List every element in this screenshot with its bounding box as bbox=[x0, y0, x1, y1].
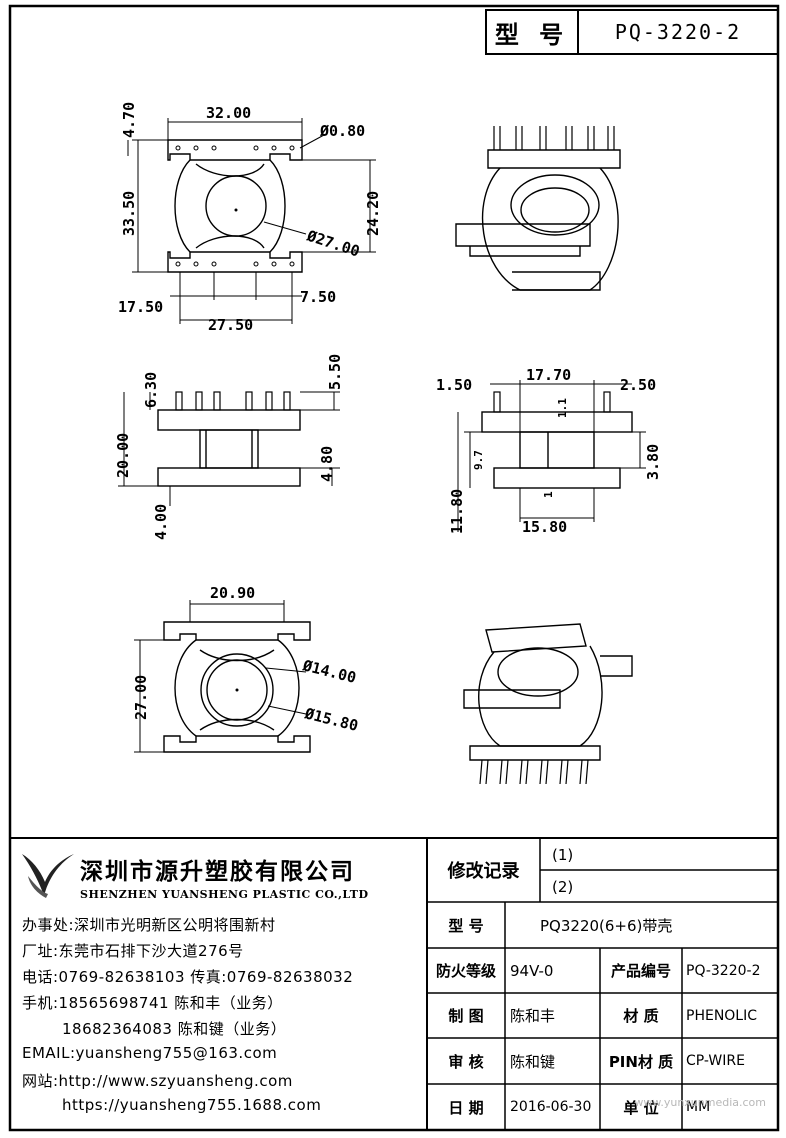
company-mobile-1: 手机:18565698741 陈和丰（业务） bbox=[22, 994, 283, 1012]
company-factory: 厂址:东莞市石排下沙大道276号 bbox=[22, 942, 244, 960]
dim-front-1-50: 1.50 bbox=[436, 376, 472, 394]
pin-material-value: CP-WIRE bbox=[686, 1053, 745, 1069]
bottom-view-dims bbox=[134, 600, 307, 753]
company-email: EMAIL:yuansheng755@163.com bbox=[22, 1044, 278, 1062]
dim-top-27-50: 27.50 bbox=[208, 316, 253, 334]
side-view bbox=[157, 391, 301, 487]
date-value: 2016-06-30 bbox=[510, 1099, 592, 1115]
company-website-2: https://yuansheng755.1688.com bbox=[62, 1096, 322, 1114]
dim-bottom-dia-15-80: Ø15.80 bbox=[302, 704, 360, 735]
drawn-label: 制 图 bbox=[448, 1007, 484, 1025]
model-label: 型 号 bbox=[494, 20, 570, 49]
company-name-en: SHENZHEN YUANSHENG PLASTIC CO.,LTD bbox=[80, 888, 369, 901]
company-phone: 电话:0769-82638103 传真:0769-82638032 bbox=[22, 968, 354, 986]
front-view-dims bbox=[457, 380, 646, 532]
dim-top-33-50: 33.50 bbox=[120, 191, 138, 236]
type-label: 型 号 bbox=[448, 916, 484, 935]
drawn-value: 陈和丰 bbox=[510, 1007, 556, 1025]
date-label: 日 期 bbox=[448, 1098, 484, 1117]
iso-view-top bbox=[455, 126, 621, 291]
revision-2: (2) bbox=[552, 878, 574, 896]
pin-material-label: PIN材 质 bbox=[608, 1052, 674, 1071]
side-view-dims bbox=[118, 391, 340, 506]
product-no-label: 产品编号 bbox=[610, 962, 671, 980]
spec-table-grid bbox=[427, 838, 778, 1130]
dim-top-32-00: 32.00 bbox=[206, 104, 251, 122]
unit-value: MM bbox=[686, 1099, 711, 1115]
dim-bottom-20-90: 20.90 bbox=[210, 584, 255, 602]
checked-label: 审 核 bbox=[448, 1052, 484, 1071]
dim-front-2-50: 2.50 bbox=[620, 376, 656, 394]
material-value: PHENOLIC bbox=[686, 1007, 758, 1024]
company-website-1: 网站:http://www.szyuansheng.com bbox=[22, 1072, 293, 1090]
title-box bbox=[485, 9, 779, 55]
checked-value: 陈和键 bbox=[510, 1052, 556, 1071]
dim-top-dia-0-80: Ø0.80 bbox=[319, 122, 365, 140]
dim-top-24-20: 24.20 bbox=[364, 191, 382, 236]
dim-side-6-30: 6.30 bbox=[142, 372, 160, 408]
company-office: 办事处:深圳市光明新区公明将围新村 bbox=[22, 916, 276, 934]
dim-front-15-80: 15.80 bbox=[522, 518, 567, 536]
watermark: www.yunxunmedia.com bbox=[634, 1096, 766, 1109]
dim-top-7-50: 7.50 bbox=[300, 288, 336, 306]
company-logo bbox=[22, 854, 74, 898]
dim-front-1-1: 1.1 bbox=[556, 398, 569, 418]
product-no-value: PQ-3220-2 bbox=[686, 962, 761, 979]
dim-bottom-dia-14-00: Ø14.00 bbox=[300, 656, 358, 687]
bottom-view bbox=[163, 621, 311, 753]
fire-rating-label: 防火等级 bbox=[435, 962, 496, 980]
company-name-cn: 深圳市源升塑胶有限公司 bbox=[80, 859, 355, 885]
dim-front-11-80: 11.80 bbox=[448, 489, 466, 534]
iso-view-bottom bbox=[463, 623, 633, 785]
dim-front-17-70: 17.70 bbox=[526, 366, 571, 384]
dim-top-4-70: 4.70 bbox=[120, 102, 138, 138]
dim-side-4-00: 4.00 bbox=[152, 504, 170, 540]
revision-label: 修改记录 bbox=[447, 861, 520, 882]
dim-bottom-27-00: 27.00 bbox=[132, 675, 150, 720]
dim-front-9-7: 9.7 bbox=[472, 450, 485, 470]
unit-label: 单 位 bbox=[623, 1098, 659, 1117]
fire-rating-value: 94V-0 bbox=[510, 961, 554, 980]
material-label: 材 质 bbox=[623, 1007, 659, 1025]
dim-side-5-50: 5.50 bbox=[326, 354, 344, 390]
dim-side-20-00: 20.00 bbox=[114, 433, 132, 478]
revision-1: (1) bbox=[552, 846, 574, 864]
company-mobile-2: 18682364083 陈和键（业务） bbox=[62, 1020, 287, 1038]
front-view bbox=[481, 391, 633, 489]
dim-top-dia-27-00: Ø27.00 bbox=[304, 226, 362, 260]
dim-front-3-80: 3.80 bbox=[644, 444, 662, 480]
model-value: PQ-3220-2 bbox=[614, 20, 742, 44]
top-view bbox=[167, 139, 303, 273]
outer-border bbox=[8, 4, 780, 1132]
dim-front-1: 1 bbox=[542, 491, 555, 498]
type-value: PQ3220(6+6)带壳 bbox=[540, 916, 673, 935]
dim-top-17-50: 17.50 bbox=[118, 298, 163, 316]
top-view-dims bbox=[127, 118, 376, 324]
dim-side-4-80: 4.80 bbox=[318, 446, 336, 482]
